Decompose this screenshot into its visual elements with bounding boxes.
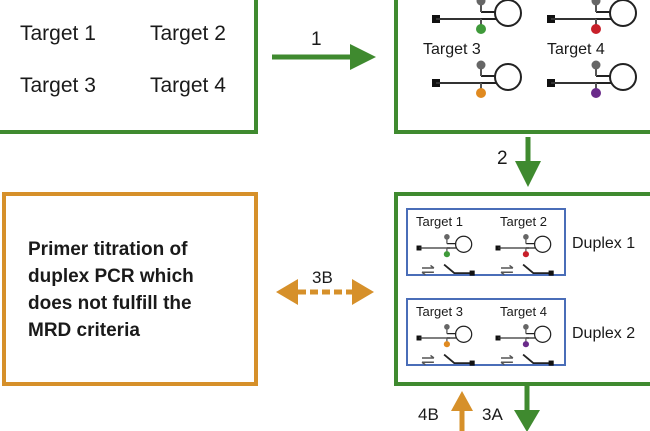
anchor-square-icon (469, 270, 475, 276)
loop-icon (494, 63, 522, 91)
stem-line (525, 333, 536, 339)
duplex-2-target-3-label: Target 3 (416, 304, 463, 319)
arrow-2-label: 2 (497, 148, 508, 169)
quencher-dot-icon (523, 234, 529, 240)
stem-line (596, 75, 611, 84)
target-4-label: Target 4 (150, 74, 226, 97)
stem-line (596, 11, 611, 20)
dye-dot-icon (443, 341, 450, 348)
duplex-probe-target-3 (416, 324, 473, 348)
exchange-arrows-icon (421, 264, 435, 276)
dye-dot-icon (591, 24, 601, 34)
duplex-2-label: Duplex 2 (572, 325, 636, 342)
stem-line (446, 333, 457, 339)
duplex-probe-target-2 (495, 234, 552, 258)
anchor-square-icon (548, 270, 554, 276)
dye-dot-icon (522, 341, 529, 348)
anchor-square-icon (548, 360, 554, 366)
quencher-dot-icon (476, 0, 486, 6)
titration-line-3: does not fulfill the (28, 293, 192, 314)
target-1-label: Target 1 (20, 22, 96, 45)
quencher-dot-icon (523, 324, 529, 330)
loop-icon (494, 0, 522, 27)
dye-dot-icon (591, 88, 601, 98)
duplex-1-target-1-label: Target 1 (416, 214, 463, 229)
duplex-diagrams (416, 234, 554, 366)
dye-dot-icon (476, 88, 486, 98)
duplex-1-group: Target 1 Target 2 (406, 208, 566, 276)
titration-text: Primer titration of duplex PCR which doe… (28, 236, 194, 344)
loop-icon (454, 325, 473, 343)
targets-box: Target 1 Target 2 Target 3 Target 4 (0, 0, 258, 134)
duplex-1-target-2-label: Target 2 (500, 214, 547, 229)
duplex-reverse-target-4 (500, 353, 554, 366)
stem-line (446, 243, 457, 249)
duplex-probe-target-1 (416, 234, 473, 258)
probe-target-1 (432, 0, 522, 34)
arrow-2 (515, 137, 541, 187)
probe-target-4 (547, 60, 637, 98)
titration-line-2: duplex PCR which (28, 266, 194, 287)
loop-icon (609, 0, 637, 27)
probe-diagrams (432, 0, 637, 98)
reverse-primer-line (522, 353, 551, 364)
arrow-3a (514, 386, 540, 431)
loop-icon (533, 325, 552, 343)
reverse-primer-line (443, 353, 472, 364)
arrow-1 (272, 44, 376, 70)
reverse-primer-line (522, 263, 551, 274)
titration-line-4: MRD criteria (28, 320, 140, 341)
dye-dot-icon (522, 251, 529, 258)
stem-line (481, 75, 496, 84)
probe-target-2 (547, 0, 637, 34)
arrow-4b (451, 391, 473, 431)
exchange-arrows-icon (500, 264, 514, 276)
dye-dot-icon (443, 251, 450, 258)
anchor-square-icon (495, 245, 501, 251)
arrow-3a-label: 3A (482, 405, 503, 424)
arrow-1-label: 1 (311, 29, 322, 50)
stem-line (481, 11, 496, 20)
titration-box: Primer titration of duplex PCR which doe… (2, 192, 258, 386)
dye-dot-icon (476, 24, 486, 34)
anchor-square-icon (469, 360, 475, 366)
quencher-dot-icon (591, 0, 601, 6)
probes-box: Target 3 Target 4 (394, 0, 650, 134)
duplex-box: Target 1 Target 2 Duplex 1 Target 3 Targ… (394, 192, 650, 386)
duplex-reverse-target-2 (500, 263, 554, 276)
quencher-dot-icon (476, 60, 486, 70)
arrow-3b-label: 3B (312, 268, 333, 287)
duplex-reverse-target-1 (421, 263, 475, 276)
duplex-reverse-target-3 (421, 353, 475, 366)
quencher-dot-icon (444, 324, 450, 330)
titration-line-1: Primer titration of (28, 239, 188, 260)
quencher-dot-icon (591, 60, 601, 70)
target-2-label: Target 2 (150, 22, 226, 45)
quencher-dot-icon (444, 234, 450, 240)
duplex-2-group: Target 3 Target 4 (406, 298, 566, 366)
reverse-primer-line (443, 263, 472, 274)
probe-target-3-label: Target 3 (423, 41, 481, 58)
probe-target-3 (432, 60, 522, 98)
target-3-label: Target 3 (20, 74, 96, 97)
duplex-2-target-4-label: Target 4 (500, 304, 547, 319)
loop-icon (454, 235, 473, 253)
exchange-arrows-icon (421, 354, 435, 366)
arrow-4b-label: 4B (418, 405, 439, 424)
arrow-3b (276, 279, 374, 305)
exchange-arrows-icon (500, 354, 514, 366)
probe-target-4-label: Target 4 (547, 41, 605, 58)
loop-icon (533, 235, 552, 253)
stem-line (525, 243, 536, 249)
anchor-square-icon (495, 335, 501, 341)
duplex-probe-target-4 (495, 324, 552, 348)
loop-icon (609, 63, 637, 91)
duplex-1-label: Duplex 1 (572, 235, 636, 252)
